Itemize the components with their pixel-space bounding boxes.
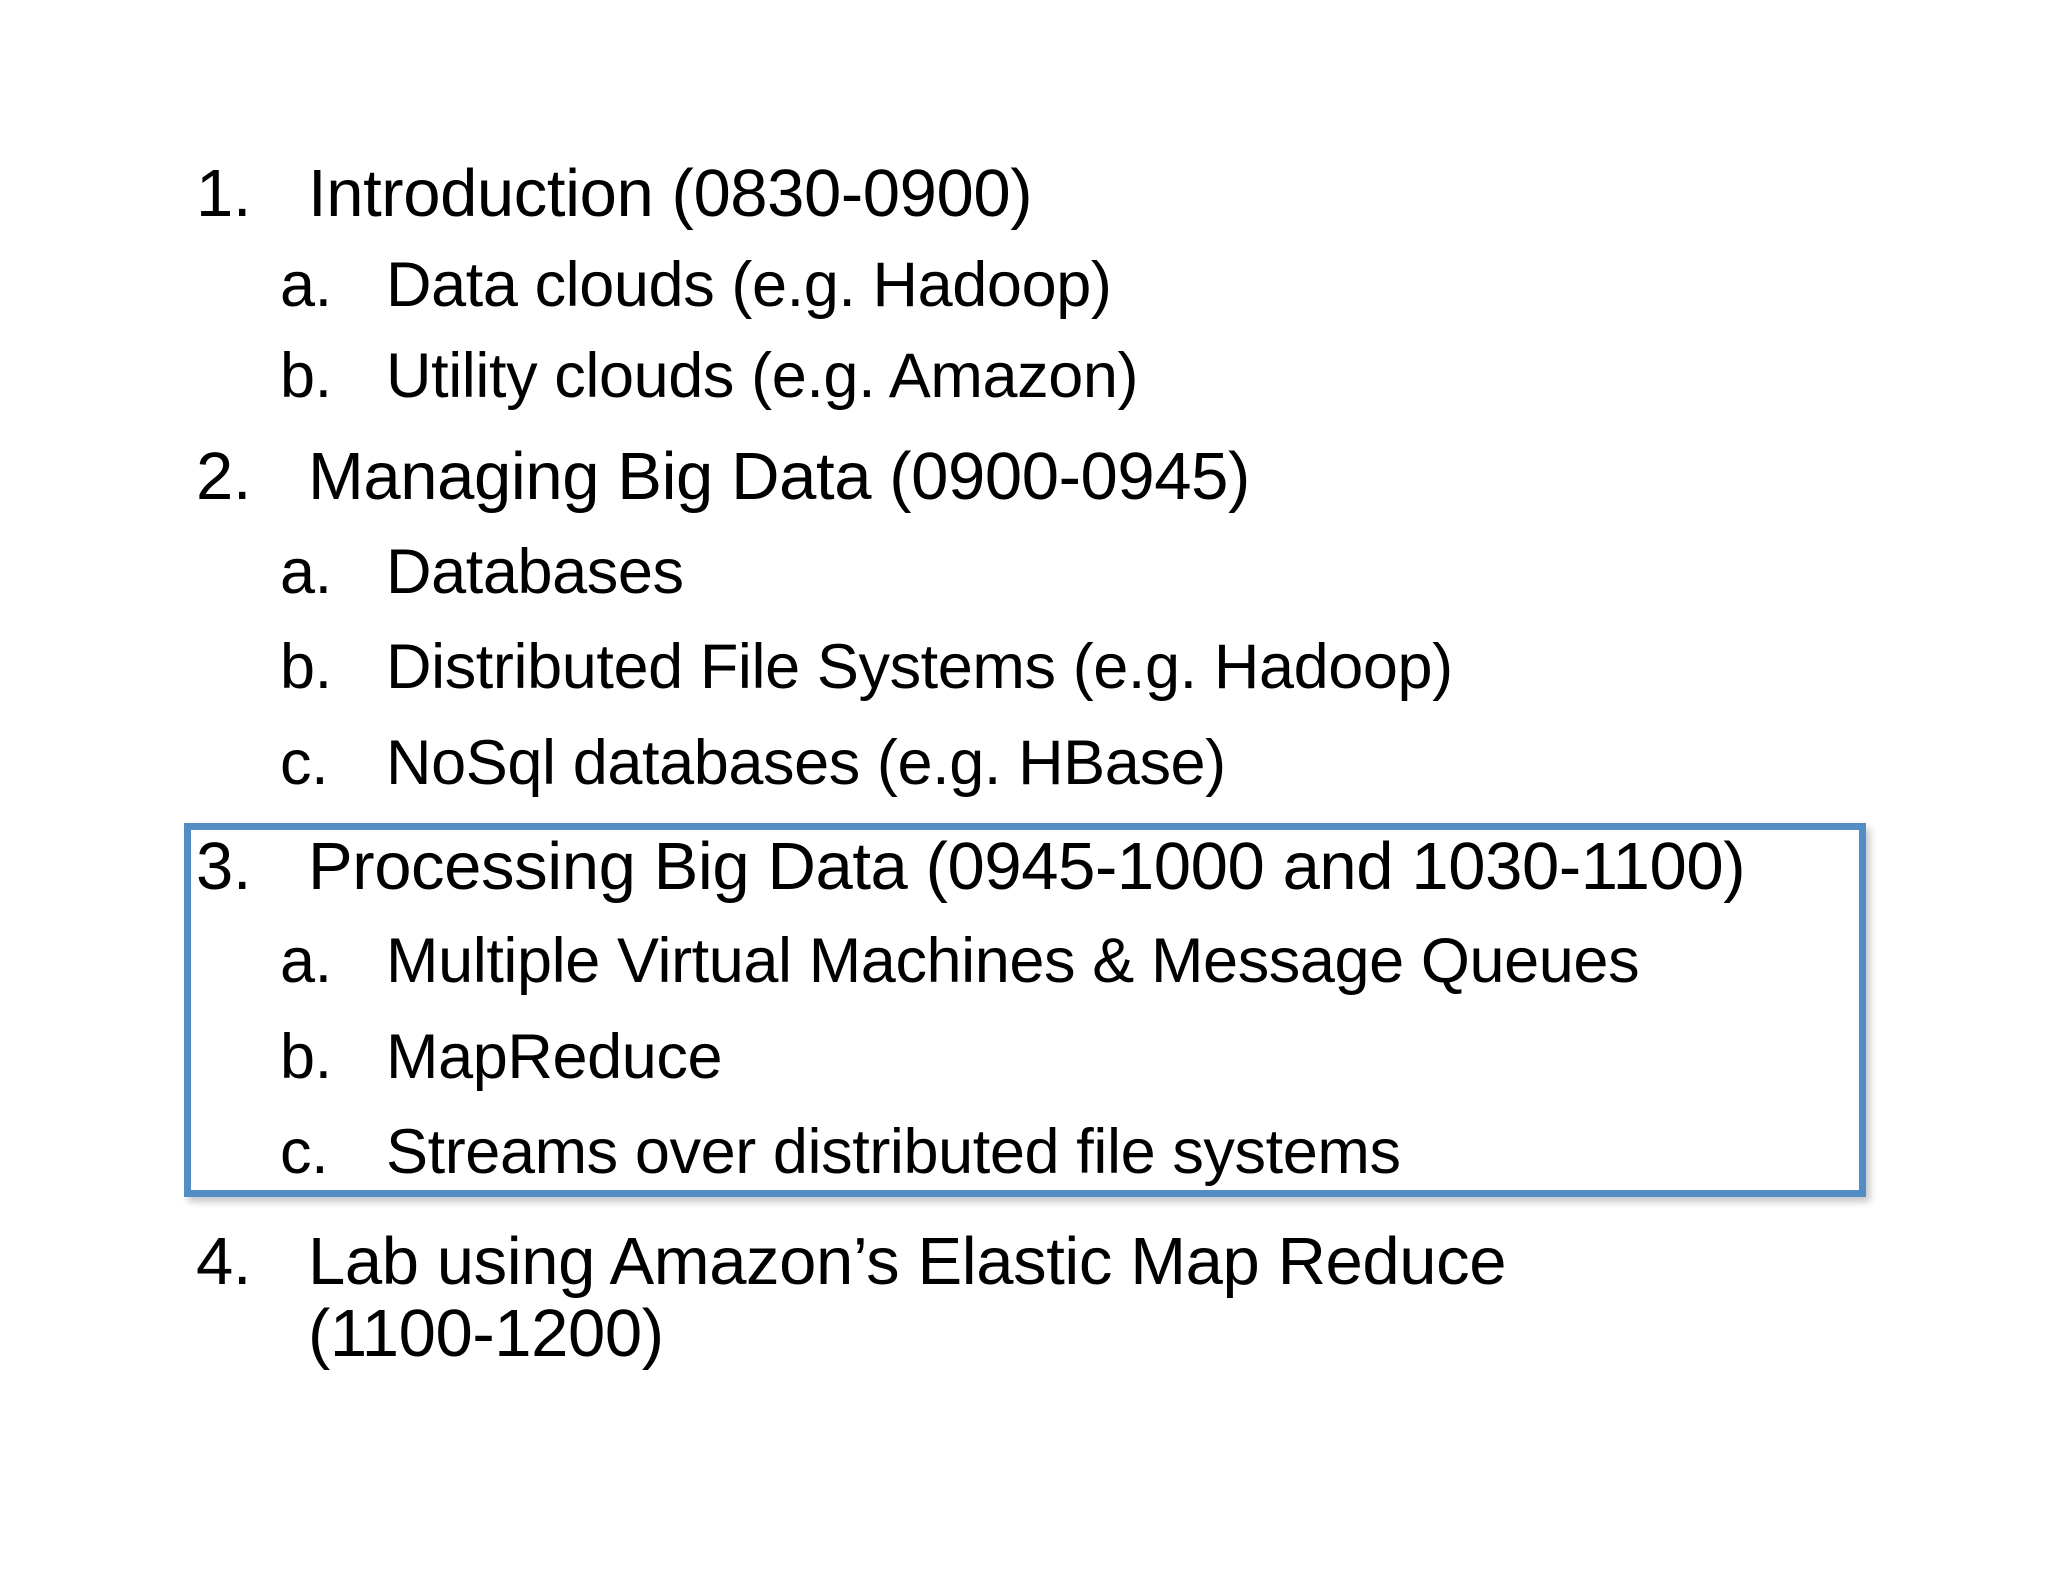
outline-marker-2: 2. <box>196 439 252 514</box>
outline-item-2c[interactable]: c. NoSql databases (e.g. HBase) <box>280 732 1226 795</box>
outline-marker-2c: c. <box>280 728 329 798</box>
outline-item-3a[interactable]: a. Multiple Virtual Machines & Message Q… <box>280 926 1640 996</box>
outline-label-2: Managing Big Data (0900-0945) <box>308 439 1250 514</box>
outline-label-1: Introduction (0830-0900) <box>308 156 1033 231</box>
outline-item-1a[interactable]: a. Data clouds (e.g. Hadoop) <box>280 250 1112 320</box>
outline-item-3[interactable]: 3. Processing Big Data (0945-1000 and 10… <box>196 829 1746 904</box>
outline-item-3b[interactable]: b. MapReduce <box>280 1022 723 1092</box>
outline-item-3c[interactable]: c. Streams over distributed file systems <box>280 1121 1401 1184</box>
outline-label-2a: Databases <box>386 537 684 607</box>
outline-item-4-continuation: (1100-1200) <box>196 1300 664 1367</box>
outline-marker-1: 1. <box>196 156 252 231</box>
outline-label-1b: Utility clouds (e.g. Amazon) <box>386 341 1139 411</box>
outline-label-4: Lab using Amazon’s Elastic Map Reduce <box>308 1224 1507 1299</box>
outline-marker-3c: c. <box>280 1117 329 1187</box>
outline-label-2c: NoSql databases (e.g. HBase) <box>386 728 1226 798</box>
outline-label-3b: MapReduce <box>386 1022 723 1092</box>
outline-marker-1b: b. <box>280 341 332 411</box>
outline-item-2b[interactable]: b. Distributed File Systems (e.g. Hadoop… <box>280 636 1453 699</box>
outline-marker-1a: a. <box>280 250 332 320</box>
outline-item-2a[interactable]: a. Databases <box>280 541 684 604</box>
outline-label-3a: Multiple Virtual Machines & Message Queu… <box>386 926 1640 996</box>
outline-marker-3b: b. <box>280 1022 332 1092</box>
outline-label-2b: Distributed File Systems (e.g. Hadoop) <box>386 632 1453 702</box>
outline-marker-3a: a. <box>280 926 332 996</box>
outline-item-4[interactable]: 4. Lab using Amazon’s Elastic Map Reduce <box>196 1224 1507 1299</box>
outline-marker-2a: a. <box>280 537 332 607</box>
outline-marker-2b: b. <box>280 632 332 702</box>
emphasis-rectangle <box>184 823 1866 1197</box>
outline-label-1a: Data clouds (e.g. Hadoop) <box>386 250 1112 320</box>
outline-item-1b[interactable]: b. Utility clouds (e.g. Amazon) <box>280 345 1138 408</box>
outline-label-3c: Streams over distributed file systems <box>386 1117 1401 1187</box>
outline-item-1[interactable]: 1. Introduction (0830-0900) <box>196 156 1033 231</box>
outline-marker-3: 3. <box>196 829 252 904</box>
outline-item-2[interactable]: 2. Managing Big Data (0900-0945) <box>196 443 1250 510</box>
outline-label-3: Processing Big Data (0945-1000 and 1030-… <box>308 829 1746 904</box>
outline-marker-4: 4. <box>196 1224 252 1299</box>
outline-label-4-continuation: (1100-1200) <box>308 1296 664 1371</box>
